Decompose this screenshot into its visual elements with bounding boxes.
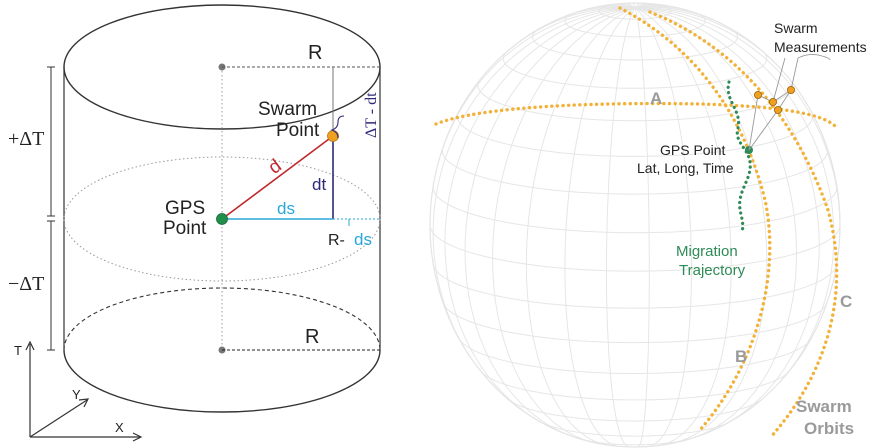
swarm-measurement-point-1	[754, 91, 763, 100]
coordinate-axes: T Y X	[14, 340, 143, 442]
axis-x-label: X	[115, 420, 124, 435]
globe-meridian	[634, 4, 672, 9]
globe-parallel	[456, 111, 814, 157]
bottom-radius-label: R	[305, 326, 319, 348]
globe-meridian	[464, 7, 636, 438]
dt-label: dt	[312, 175, 326, 194]
globe-meridian	[509, 7, 636, 50]
globe-gps-point-label-line2: Lat, Long, Time	[637, 160, 734, 176]
globe-meridian	[634, 7, 768, 443]
globe-meridian	[634, 7, 650, 447]
swarm-orbits-label-line1: Swarm	[796, 397, 852, 416]
globe-meridian	[606, 7, 636, 447]
d-label: d	[265, 155, 286, 178]
cylinder-diagram: R R d dt ds R- ds Swarm Point ΔT - dt GP…	[8, 4, 381, 442]
plus-delta-t-label: +ΔT	[8, 128, 44, 150]
globe-parallel	[433, 265, 837, 309]
gps-to-measurement-line-1	[748, 94, 759, 151]
swarm-measurement-point-4	[774, 106, 783, 115]
swarm-measurement-point-3	[787, 86, 796, 95]
globe-parallel	[598, 3, 672, 20]
globe-meridian	[492, 7, 636, 443]
swarm-measurements-label-line1: Swarm	[774, 20, 818, 36]
delta-t-minus-dt-label: ΔT - dt	[363, 92, 380, 138]
globe-meridian	[600, 4, 636, 9]
migration-trajectory	[726, 80, 752, 234]
minus-delta-t-label: −ΔT	[8, 273, 44, 295]
globe-parallel	[578, 438, 691, 446]
globe-parallel	[502, 51, 768, 89]
gps-point-marker	[216, 213, 228, 225]
globe-meridian	[634, 7, 693, 447]
swarm-orbits-label-line2: Orbits	[804, 419, 854, 438]
axis-t-arrow	[25, 340, 35, 351]
orbit-a-label: A	[650, 89, 662, 108]
globe-parallel	[539, 421, 730, 437]
orbit-a	[434, 101, 837, 128]
globe-meridian	[634, 7, 840, 261]
globe-parallel	[564, 11, 706, 38]
orbit-c-label: C	[840, 292, 852, 311]
gps-to-measurement-line-2	[748, 109, 779, 151]
migration-trajectory-label-line2: Trajectory	[679, 262, 746, 279]
globe-parallel	[459, 338, 812, 374]
globe-meridian	[434, 7, 636, 179]
axis-y-arrow	[78, 398, 90, 408]
r-minus-label: R-	[328, 232, 345, 249]
globe-meridian	[634, 7, 798, 439]
cylinder-middle-ellipse	[63, 156, 381, 282]
globe-meridian	[525, 7, 636, 446]
axis-t-label: T	[14, 343, 22, 358]
globe-meridian	[634, 6, 722, 25]
top-radius-label: R	[308, 42, 322, 64]
globe-grid	[430, 3, 840, 447]
d-line	[221, 135, 334, 220]
axis-y-line	[29, 399, 88, 438]
swarm-point-label-line1: Swarm	[258, 99, 317, 120]
globe-parallel	[432, 185, 838, 234]
cylinder-bottom-front-arc	[63, 349, 381, 413]
globe-diagram: Swarm Measurements GPS Point Lat, Long, …	[429, 2, 867, 448]
globe-gps-point-label-line1: GPS Point	[660, 142, 725, 158]
globe-parallel	[430, 225, 840, 272]
globe-meridian	[444, 7, 636, 423]
measurement-label-leader-1	[790, 57, 799, 91]
globe-meridian	[432, 7, 636, 369]
globe-meridian	[634, 7, 835, 395]
globe-parallel	[441, 147, 829, 195]
globe-parallel	[508, 399, 762, 422]
swarm-measurements-label-line2: Measurements	[774, 39, 867, 55]
gps-point-label-line1: GPS	[165, 198, 205, 219]
axis-x-arrow	[132, 432, 143, 442]
orbit-b-label: B	[735, 347, 747, 366]
globe-meridian	[634, 7, 820, 429]
migration-trajectory-label-line1: Migration	[676, 243, 738, 260]
globe-meridian	[564, 7, 636, 447]
globe-parallel	[531, 28, 739, 61]
ds-label: ds	[277, 199, 295, 218]
r-minus-ds-label: ds	[354, 230, 372, 249]
swarm-measurement-point-2	[769, 98, 778, 107]
globe-parallel	[443, 302, 828, 344]
globe-parallel	[481, 370, 790, 401]
axis-y-label: Y	[72, 387, 81, 402]
measurement-label-pointer	[797, 53, 831, 61]
measurement-label-leader-2	[772, 57, 786, 103]
delta-t-minus-dt-brace	[330, 115, 345, 139]
gps-point-label-line2: Point	[163, 218, 207, 239]
swarm-point-marker	[327, 130, 339, 142]
globe-meridian	[634, 5, 688, 11]
globe-parallel	[477, 79, 793, 122]
orbit-b	[618, 6, 772, 432]
swarm-point-label-line2: Point	[276, 120, 320, 141]
orbit-c	[648, 10, 839, 440]
